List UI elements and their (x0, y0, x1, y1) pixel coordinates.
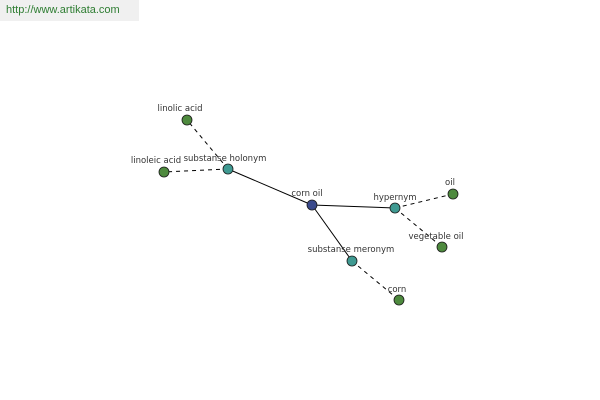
node-corn[interactable]: corn (388, 285, 407, 306)
node-corn-oil[interactable]: corn oil (291, 189, 323, 211)
node-label-vegetable-oil: vegetable oil (408, 232, 463, 242)
node-substanse-holonym[interactable]: substanse holonym (184, 154, 267, 175)
node-circle-linoleic-acid[interactable] (158, 166, 170, 178)
node-oil[interactable]: oil (445, 178, 459, 200)
edges-layer (163, 119, 454, 301)
node-label-corn: corn (388, 285, 407, 295)
node-label-hypernym: hypernym (373, 193, 416, 203)
node-label-oil: oil (445, 178, 455, 188)
node-label-linolic-acid: linolic acid (157, 104, 202, 114)
node-circle-oil[interactable] (447, 188, 459, 200)
node-substanse-meronym[interactable]: substanse meronym (308, 245, 395, 267)
node-circle-substanse-meronym[interactable] (346, 255, 358, 267)
site-url-link[interactable]: http://www.artikata.com (0, 0, 139, 21)
node-circle-vegetable-oil[interactable] (436, 241, 448, 253)
edge-substanse-holonym-to-linoleic-acid (163, 168, 229, 173)
node-label-corn-oil: corn oil (291, 189, 322, 199)
node-circle-linolic-acid[interactable] (181, 114, 193, 126)
node-hypernym[interactable]: hypernym (373, 193, 417, 214)
node-vegetable-oil[interactable]: vegetable oil (408, 232, 464, 253)
edge-corn-oil-to-substanse-holonym (227, 168, 313, 206)
edge-hypernym-to-vegetable-oil (394, 207, 443, 248)
node-circle-corn[interactable] (393, 294, 405, 306)
nodes-layer: corn oil substanse holonym hypernym substan… (131, 104, 464, 306)
edge-substanse-meronym-to-corn (351, 260, 400, 301)
node-label-substanse-holonym: substanse holonym (184, 154, 267, 164)
edge-substanse-holonym-to-linolic-acid (186, 119, 229, 170)
node-label-linoleic-acid: linoleic acid (131, 156, 181, 166)
edge-corn-oil-to-hypernym (311, 204, 396, 209)
node-circle-corn-oil[interactable] (306, 199, 318, 211)
edge-corn-oil-to-substanse-meronym (311, 204, 353, 262)
node-circle-hypernym[interactable] (389, 202, 401, 214)
edge-hypernym-to-oil (394, 193, 454, 209)
node-linolic-acid[interactable]: linolic acid (157, 104, 203, 126)
node-label-substanse-meronym: substanse meronym (308, 245, 395, 255)
node-circle-substanse-holonym[interactable] (222, 163, 234, 175)
node-linoleic-acid[interactable]: linoleic acid (131, 156, 181, 178)
